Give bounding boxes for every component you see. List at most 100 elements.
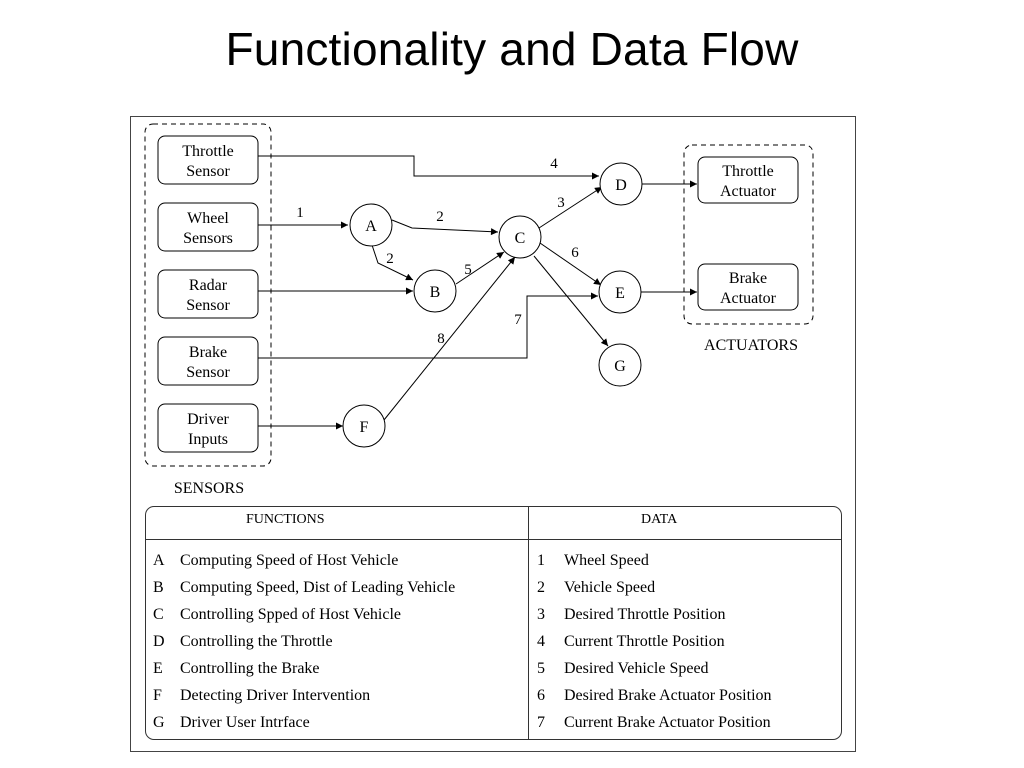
edge-label-4: 4 — [550, 156, 558, 172]
sensor-throttle: Throttle Sensor — [157, 135, 259, 185]
data-text: Wheel Speed — [564, 552, 649, 569]
edge-label-2-a-c: 2 — [436, 209, 444, 225]
data-text: Current Brake Actuator Position — [564, 714, 771, 731]
edge-a-to-c — [391, 219, 499, 236]
edge-brake-sensor-to-e — [258, 292, 598, 359]
sensor-driver-line1: Driver — [187, 411, 229, 428]
data-key: 7 — [537, 714, 545, 731]
sensor-wheel-line2: Sensors — [183, 230, 233, 247]
list-item: 3 Desired Throttle Position — [537, 603, 772, 630]
list-item: F Detecting Driver Intervention — [153, 684, 455, 711]
edge-c-to-g — [533, 255, 609, 347]
function-text: Controlling Spped of Host Vehicle — [180, 606, 402, 623]
node-d: D — [599, 162, 643, 206]
list-item: 6 Desired Brake Actuator Position — [537, 684, 772, 711]
edge-label-3: 3 — [557, 195, 565, 211]
data-text: Desired Brake Actuator Position — [564, 687, 772, 704]
function-key: C — [153, 606, 164, 623]
legend-header-rule — [146, 539, 841, 540]
list-item: A Computing Speed of Host Vehicle — [153, 549, 455, 576]
edge-throttle-sensor-to-d — [258, 155, 599, 180]
actuator-throttle-line1: Throttle — [722, 163, 774, 180]
node-d-label: D — [615, 177, 627, 194]
actuator-brake: Brake Actuator — [697, 263, 799, 311]
diagram-frame — [130, 116, 856, 752]
node-g: G — [598, 343, 642, 387]
actuators-group-border — [683, 144, 814, 325]
function-key: E — [153, 660, 163, 677]
sensor-radar: Radar Sensor — [157, 269, 259, 319]
actuator-throttle-line2: Actuator — [720, 183, 777, 200]
edge-label-8: 8 — [437, 331, 445, 347]
edge-label-1: 1 — [296, 205, 304, 221]
node-b-label: B — [430, 284, 441, 301]
sensor-driver-inputs: Driver Inputs — [157, 403, 259, 453]
legend-functions-header: FUNCTIONS — [246, 512, 325, 527]
function-text: Controlling the Brake — [180, 660, 320, 677]
function-key: G — [153, 714, 165, 731]
node-b: B — [413, 269, 457, 313]
data-text: Desired Vehicle Speed — [564, 660, 709, 677]
node-f-label: F — [360, 419, 369, 436]
list-item: B Computing Speed, Dist of Leading Vehicl… — [153, 576, 455, 603]
data-key: 2 — [537, 579, 545, 596]
actuator-brake-line2: Actuator — [720, 290, 777, 307]
function-key: F — [153, 687, 162, 704]
sensor-brake-line1: Brake — [189, 344, 227, 361]
data-key: 1 — [537, 552, 545, 569]
list-item: D Controlling the Throttle — [153, 630, 455, 657]
edge-c-to-d — [538, 186, 603, 229]
data-key: 3 — [537, 606, 545, 623]
sensors-group-label: SENSORS — [174, 480, 244, 497]
edge-label-5: 5 — [464, 262, 472, 278]
edge-label-6: 6 — [571, 245, 579, 261]
node-e-label: E — [615, 285, 625, 302]
function-key: B — [153, 579, 164, 596]
sensor-throttle-line1: Throttle — [182, 143, 234, 160]
data-key: 4 — [537, 633, 545, 650]
node-c: C — [498, 215, 542, 259]
data-text: Desired Throttle Position — [564, 606, 726, 623]
sensor-throttle-line2: Sensor — [186, 163, 230, 180]
edge-f-to-c — [383, 256, 516, 421]
list-item: E Controlling the Brake — [153, 657, 455, 684]
edge-label-7: 7 — [514, 312, 522, 328]
node-a-label: A — [365, 218, 377, 235]
node-g-label: G — [614, 358, 626, 375]
edge-a-to-b — [371, 244, 414, 281]
legend-functions-list: A Computing Speed of Host Vehicle B Comput… — [153, 549, 455, 738]
sensor-wheel: Wheel Sensors — [157, 202, 259, 252]
list-item: 5 Desired Vehicle Speed — [537, 657, 772, 684]
function-text: Controlling the Throttle — [180, 633, 333, 650]
data-key: 6 — [537, 687, 545, 704]
actuator-throttle: Throttle Actuator — [697, 156, 799, 204]
function-key: A — [153, 552, 165, 569]
sensors-group-border — [144, 123, 272, 467]
sensor-brake-line2: Sensor — [186, 364, 230, 381]
node-e: E — [598, 270, 642, 314]
edge-b-to-c — [455, 251, 505, 285]
list-item: 1 Wheel Speed — [537, 549, 772, 576]
data-text: Current Throttle Position — [564, 633, 725, 650]
sensor-brake: Brake Sensor — [157, 336, 259, 386]
sensor-radar-line1: Radar — [189, 277, 228, 294]
function-text: Driver User Intrface — [180, 714, 310, 731]
actuator-brake-line1: Brake — [729, 270, 767, 287]
sensor-radar-line2: Sensor — [186, 297, 230, 314]
node-f: F — [342, 404, 386, 448]
list-item: 7 Current Brake Actuator Position — [537, 711, 772, 738]
node-c-label: C — [515, 230, 526, 247]
function-key: D — [153, 633, 165, 650]
list-item: C Controlling Spped of Host Vehicle — [153, 603, 455, 630]
function-text: Detecting Driver Intervention — [180, 687, 371, 704]
list-item: G Driver User Intrface — [153, 711, 455, 738]
data-key: 5 — [537, 660, 545, 677]
function-text: Computing Speed of Host Vehicle — [180, 552, 399, 569]
node-a: A — [349, 203, 393, 247]
page-title: Functionality and Data Flow — [225, 23, 799, 75]
function-text: Computing Speed, Dist of Leading Vehicle — [180, 579, 456, 596]
